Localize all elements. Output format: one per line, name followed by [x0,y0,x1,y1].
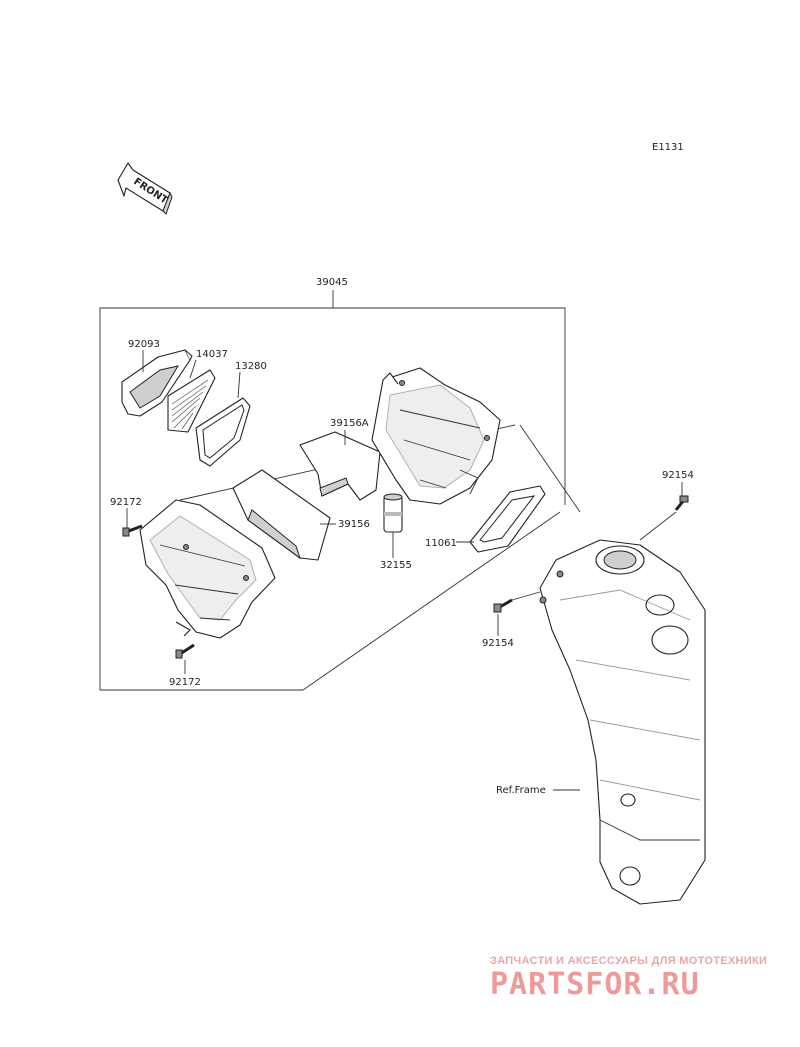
label-92093: 92093 [128,339,160,350]
bolt-92172-top [122,524,143,537]
label-14037: 14037 [196,349,228,360]
gasket-11061 [469,485,546,553]
label-39045: 39045 [316,277,348,288]
label-39156: 39156 [338,519,370,530]
label-92154-top: 92154 [662,470,694,481]
cover-92093 [121,349,193,417]
duct-right [371,367,501,505]
duct-left [139,499,276,639]
label-92172-bottom: 92172 [169,677,201,688]
plate-39156a [299,431,381,501]
label-ref-frame: Ref.Frame [496,785,546,796]
label-39156a: 39156A [330,418,369,429]
front-arrow-icon: FRONT [117,162,173,215]
assembly-outline [99,290,566,691]
label-11061: 11061 [425,538,457,549]
label-92154-bottom: 92154 [482,638,514,649]
watermark-tagline: ЗАПЧАСТИ И АКСЕССУАРЫ ДЛЯ МОТОТЕХНИКИ [490,955,767,967]
label-92172-top: 92172 [110,497,142,508]
label-32155: 32155 [380,560,412,571]
screen-14037 [167,369,216,433]
frame [539,539,706,905]
diagram-code: E1131 [652,142,684,153]
bolt-92154-top [674,495,689,511]
bolt-92172-bottom [175,643,195,659]
collar-32155 [383,493,403,533]
label-13280: 13280 [235,361,267,372]
plate-39156 [232,469,331,561]
watermark-brand: PARTSFOR.RU [490,967,700,1002]
seal-13280 [195,397,251,467]
guide-line-right [519,424,581,513]
bolt-92154-bottom [493,598,513,613]
